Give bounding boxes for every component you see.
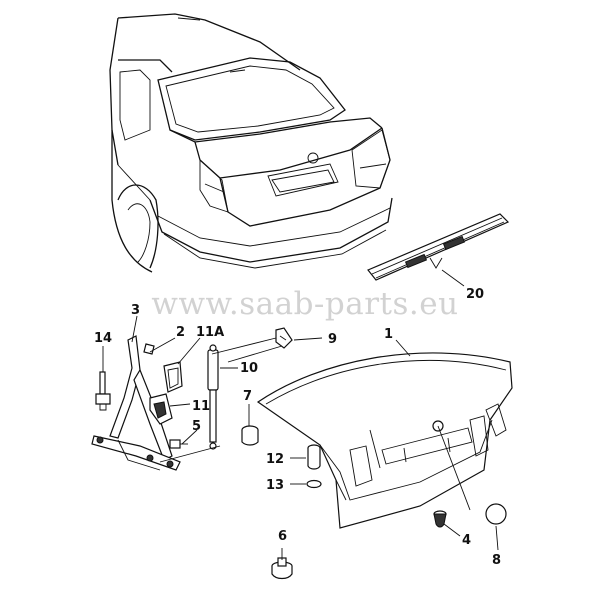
callout-11: 11 xyxy=(192,399,210,414)
car-rear-illustration xyxy=(109,13,393,273)
grommet-7-part xyxy=(241,425,259,446)
callout-20: 20 xyxy=(466,287,484,302)
callout-4: 4 xyxy=(462,533,471,548)
callout-8: 8 xyxy=(492,553,501,568)
plug-4-part xyxy=(433,510,447,528)
trunk-lid-part xyxy=(256,352,513,529)
callout-13: 13 xyxy=(266,478,284,493)
leader-lines xyxy=(102,269,499,560)
ring-13-part xyxy=(306,479,322,489)
rear-trim-strip-part xyxy=(367,213,510,281)
bracket-11-part xyxy=(149,393,173,425)
clip-9-part xyxy=(275,327,293,349)
gas-strut-part xyxy=(207,344,219,450)
buffer-12-part xyxy=(307,444,321,470)
watermark-text: www.saab-parts.eu xyxy=(151,286,458,322)
callout-3: 3 xyxy=(131,303,140,318)
callout-12: 12 xyxy=(266,452,284,467)
callout-2: 2 xyxy=(176,325,185,340)
callout-14: 14 xyxy=(94,331,112,346)
callout-11a: 11A xyxy=(196,325,224,340)
callout-7: 7 xyxy=(243,389,252,404)
callout-1: 1 xyxy=(384,327,393,342)
callout-6: 6 xyxy=(278,529,287,544)
plug-6-part xyxy=(271,557,293,580)
bracket-11a-part xyxy=(163,361,183,393)
stud-14-part xyxy=(95,371,111,411)
callout-10: 10 xyxy=(240,361,258,376)
callout-9: 9 xyxy=(328,332,337,347)
callout-5: 5 xyxy=(192,419,201,434)
cover-8-part xyxy=(485,503,507,525)
